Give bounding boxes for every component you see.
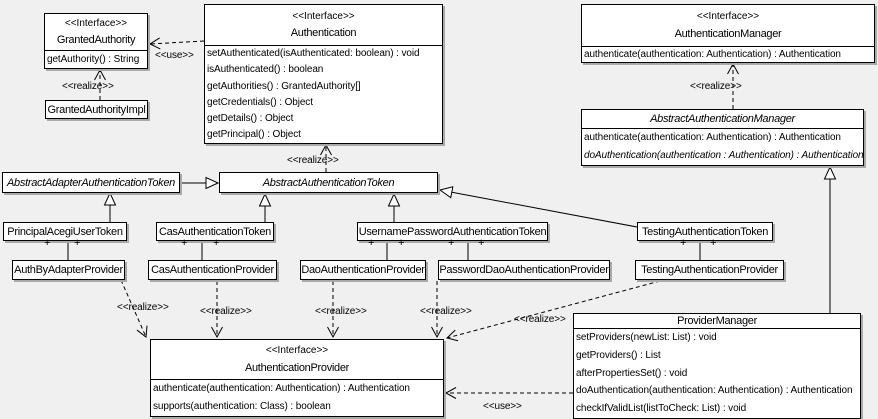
edge-realize-authbyadapterprovider-authprovider: [120, 279, 148, 338]
class-name: Authentication: [290, 27, 357, 40]
class-authentication[interactable]: <<Interface>> Authentication setAuthenti…: [204, 4, 443, 144]
method: getAuthorities() : GrantedAuthority[]: [207, 80, 361, 92]
class-cas-authentication-token[interactable]: CasAuthenticationToken: [156, 222, 274, 241]
method: afterPropertiesSet() : void: [576, 367, 688, 379]
realize-label: <<realize>>: [514, 314, 566, 325]
edge-realize-testingprovider-authprovider: [445, 280, 661, 342]
class-testing-authentication-token[interactable]: TestingAuthenticationToken: [637, 222, 773, 241]
class-authentication-manager[interactable]: <<Interface>> AuthenticationManager auth…: [581, 4, 875, 63]
multiplicity-plus: +: [680, 237, 687, 249]
method: getAuthority() : String: [47, 54, 140, 65]
class-name: TestingAuthenticationProvider: [641, 264, 778, 276]
edge-use-authentication-grantedauthority: [148, 37, 205, 50]
multiplicity-plus: +: [74, 237, 81, 249]
edge-generalization-testingtoken-abstracttoken: [440, 190, 638, 228]
class-name: GrantedAuthority: [56, 33, 136, 46]
method: getDetails() : Object: [207, 113, 294, 125]
class-username-password-authentication-token[interactable]: UsernamePasswordAuthenticationToken: [357, 222, 548, 241]
multiplicity-plus: +: [44, 237, 51, 249]
stereotype-label: <<Interface>>: [64, 18, 128, 30]
realize-label: <<realize>>: [117, 302, 169, 313]
method: isAuthenticated() : boolean: [207, 64, 324, 76]
stereotype-label: <<Interface>>: [292, 10, 355, 22]
class-name: AuthenticationProvider: [244, 361, 350, 374]
class-name: PasswordDaoAuthenticationProvider: [439, 264, 609, 276]
method: authenticate(authentication: Authenticat…: [584, 132, 841, 143]
class-cas-authentication-provider[interactable]: CasAuthenticationProvider: [148, 260, 277, 280]
class-name: ProviderManager: [677, 315, 757, 327]
class-name: AbstractAdapterAuthenticationToken: [7, 176, 175, 189]
class-name: PrincipalAcegiUserToken: [7, 225, 123, 238]
method: checkIfValidList(listToCheck: List) : vo…: [576, 403, 747, 415]
class-name: TestingAuthenticationToken: [641, 225, 769, 238]
class-password-dao-authentication-provider[interactable]: PasswordDaoAuthenticationProvider: [438, 260, 610, 280]
method: setAuthenticated(isAuthenticated: boolea…: [207, 48, 420, 59]
method: getProviders() : List: [576, 349, 661, 361]
multiplicity-plus: +: [478, 237, 485, 249]
class-provider-manager[interactable]: ProviderManager setProviders(newList: Li…: [573, 313, 861, 419]
realize-label: <<realize>>: [62, 81, 114, 92]
class-granted-authority-impl[interactable]: GrantedAuthorityImpl: [45, 100, 148, 119]
class-testing-authentication-provider[interactable]: TestingAuthenticationProvider: [635, 260, 784, 280]
class-name: AbstractAuthenticationManager: [650, 113, 795, 125]
class-name: AbstractAuthenticationToken: [262, 176, 395, 189]
method: setProviders(newList: List) : void: [576, 332, 717, 343]
multiplicity-plus: +: [213, 237, 220, 249]
class-principal-acegi-user-token[interactable]: PrincipalAcegiUserToken: [3, 222, 127, 241]
use-label: <<use>>: [155, 50, 194, 61]
realize-label: <<realize>>: [420, 306, 472, 317]
realize-label: <<realize>>: [690, 81, 742, 92]
class-abstract-authentication-token[interactable]: AbstractAuthenticationToken: [219, 172, 438, 193]
class-name: CasAuthenticationProvider: [151, 264, 274, 276]
stereotype-label: <<Interface>>: [265, 345, 329, 357]
stereotype-label: <<Interface>>: [696, 11, 760, 22]
multiplicity-plus: +: [368, 237, 375, 249]
class-name: AuthByAdapterProvider: [14, 264, 123, 276]
method: getPrincipal() : Object: [207, 129, 301, 141]
realize-label: <<realize>>: [315, 306, 367, 317]
method: getCredentials() : Object: [207, 96, 313, 108]
class-dao-authentication-provider[interactable]: DaoAuthenticationProvider: [300, 260, 426, 280]
class-auth-by-adapter-provider[interactable]: AuthByAdapterProvider: [12, 260, 125, 280]
multiplicity-plus: +: [710, 237, 717, 249]
method-abstract: doAuthentication(authentication : Authen…: [584, 150, 864, 161]
method: authenticate(authentication: Authenticat…: [153, 383, 410, 394]
class-name: DaoAuthenticationProvider: [301, 264, 425, 276]
multiplicity-plus: +: [398, 237, 405, 249]
realize-label: <<realize>>: [287, 155, 339, 166]
class-name: UsernamePasswordAuthenticationToken: [358, 225, 547, 238]
multiplicity-plus: +: [181, 237, 188, 249]
class-granted-authority[interactable]: <<Interface>> GrantedAuthority getAuthor…: [44, 13, 148, 69]
class-name: AuthenticationManager: [674, 28, 782, 40]
class-name: CasAuthenticationToken: [158, 225, 272, 238]
method: doAuthentication(authentication: Authent…: [576, 385, 853, 397]
class-abstract-authentication-manager[interactable]: AbstractAuthenticationManager authentica…: [581, 109, 864, 166]
method: supports(authentication: Class) : boolea…: [153, 401, 331, 412]
class-authentication-provider[interactable]: <<Interface>> AuthenticationProvider aut…: [150, 339, 444, 417]
use-label: <<use>>: [483, 401, 522, 412]
class-abstract-adapter-authentication-token[interactable]: AbstractAdapterAuthenticationToken: [2, 172, 180, 193]
realize-label: <<realize>>: [200, 306, 252, 317]
multiplicity-plus: +: [448, 237, 455, 249]
class-name: GrantedAuthorityImpl: [47, 103, 146, 116]
method: authenticate(authentication: Authenticat…: [584, 49, 841, 60]
